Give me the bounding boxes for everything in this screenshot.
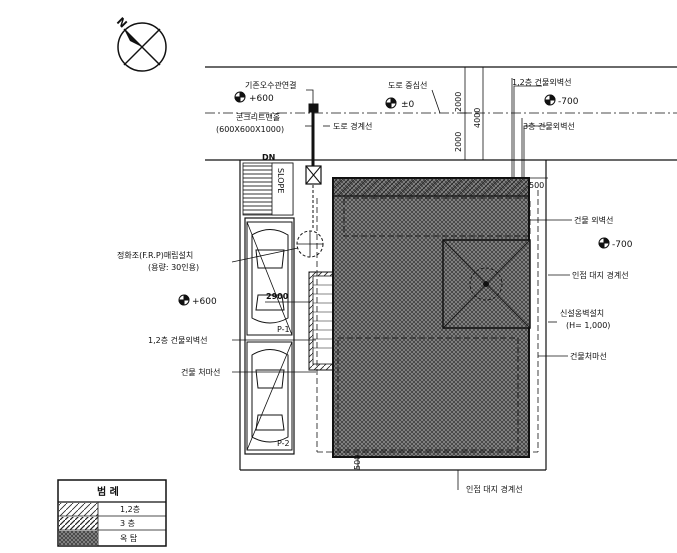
slope-ramp — [242, 162, 294, 216]
road-center-level-label: ±0 — [401, 100, 415, 110]
retaining-wall-label: 신설옹벽설치 — [560, 308, 604, 318]
parking-area — [244, 217, 295, 455]
road-boundary-label: 도로 경계선 — [333, 121, 372, 131]
building-wall-right-label: 건물 외벽선 — [574, 215, 613, 225]
car-2 — [251, 349, 289, 443]
dim-2900: 2900 — [266, 292, 289, 301]
level-marker-sewer — [234, 91, 246, 103]
wall-12-left-label: 1,2층 건물외벽선 — [148, 335, 207, 345]
sewer-pipe — [308, 103, 319, 230]
right-level-label: -700 — [612, 240, 633, 250]
manhole — [305, 165, 322, 185]
rooftop-structure — [442, 239, 531, 329]
eave-left-label: 건물 처마선 — [181, 367, 220, 377]
wall-12-level-label: -700 — [558, 97, 579, 107]
level-marker-right — [598, 237, 610, 249]
legend-title: 범 례 — [97, 485, 119, 498]
leader-lines — [231, 85, 572, 490]
dim-500-top: 500 — [529, 181, 544, 190]
septic-capacity-label: (용량: 30인용) — [148, 262, 199, 272]
legend-row-roof: 옥 탑 — [120, 534, 138, 543]
level-marker-road — [385, 97, 397, 109]
manhole-label: 콘크리트맨홀 — [236, 112, 280, 122]
retaining-wall-height-label: (H= 1,000) — [566, 321, 610, 330]
eave-right-label: 건물처마선 — [570, 351, 607, 361]
legend-swatch-roof — [59, 531, 98, 545]
main-building — [316, 177, 539, 458]
left-level-label: +600 — [192, 297, 217, 307]
parking-label-2: P-2 — [277, 439, 290, 448]
north-arrow: N — [114, 15, 167, 72]
parking-label-1: P-1 — [277, 325, 290, 334]
wall-3-label: 3층 건물외벽선 — [523, 121, 575, 131]
dim-2000-bottom: 2000 — [454, 132, 463, 152]
wall-12-label: 1,2층 건물외벽선 — [512, 77, 571, 87]
manhole-size-label: (600X600X1000) — [216, 125, 284, 134]
dim-500-bottom: 500 — [353, 455, 362, 470]
car-1 — [251, 229, 289, 324]
dim-4000: 4000 — [473, 108, 482, 128]
sewer-level-label: +600 — [249, 94, 274, 104]
legend-swatch-12 — [59, 503, 98, 516]
legend-row-12: 1,2층 — [120, 505, 140, 514]
septic-tank — [296, 230, 324, 258]
adjacent-boundary-right-label: 인접 대지 경계선 — [572, 270, 629, 280]
road-center-label: 도로 중심선 — [388, 80, 427, 90]
legend-swatch-3 — [59, 517, 98, 530]
road-lines — [205, 66, 677, 161]
septic-tank-label: 정화조(F.R.P)매립설치 — [117, 250, 193, 260]
level-marker-wall12 — [544, 94, 556, 106]
legend-row-3: 3 층 — [120, 519, 135, 528]
adjacent-boundary-bottom-label: 인접 대지 경계선 — [466, 484, 523, 494]
small-dimensions — [265, 177, 548, 470]
slope-label: SLOPE — [276, 168, 285, 193]
site-boundary — [239, 160, 547, 471]
legend — [57, 479, 167, 547]
level-marker-left — [178, 294, 190, 306]
dim-2000-top: 2000 — [454, 92, 463, 112]
level-markers — [178, 91, 610, 306]
sewer-connection-label: 기존오수관연결 — [245, 80, 297, 90]
dn-label: DN — [262, 153, 275, 162]
road-dimensions — [460, 66, 523, 178]
